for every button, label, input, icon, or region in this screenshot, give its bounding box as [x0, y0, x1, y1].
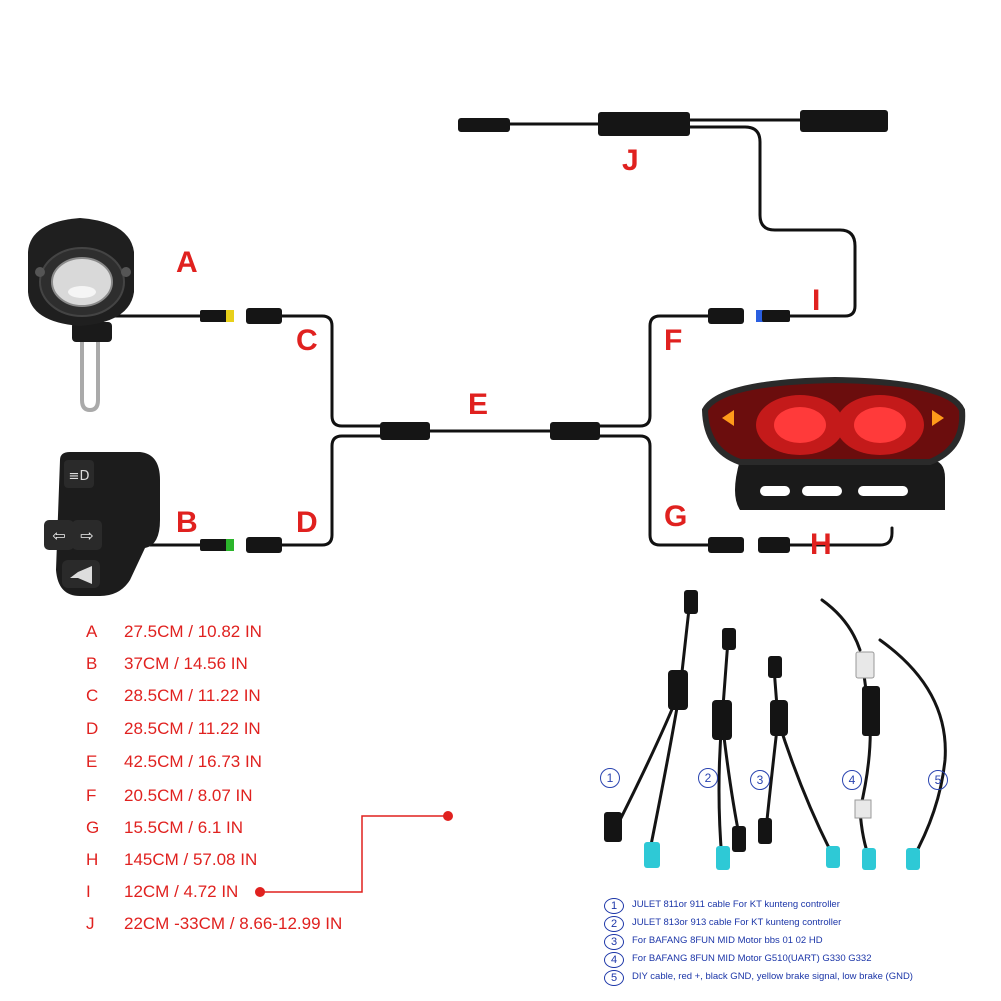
connector-j-female — [800, 110, 888, 132]
label-c: C — [296, 324, 318, 357]
cable-g — [598, 434, 710, 547]
spec-value: 42.5CM / 16.73 IN — [124, 752, 262, 771]
svg-text:⇦: ⇦ — [52, 526, 65, 545]
switch-icon: ≡D ⇦ ⇨ — [44, 452, 160, 596]
cable-number: 1 — [600, 768, 620, 788]
spec-key: J — [86, 914, 95, 933]
connector-j-male — [458, 118, 510, 132]
legend-row: 3 For BAFANG 8FUN MID Motor bbs 01 02 HD — [604, 934, 964, 950]
legend-row: 1 JULET 811or 911 cable For KT kunteng co… — [604, 898, 964, 914]
cable-number: 3 — [750, 770, 770, 790]
spec-row: E 42.5CM / 16.73 IN — [0, 752, 380, 776]
spec-value: 27.5CM / 10.82 IN — [124, 622, 262, 641]
cable-d — [280, 434, 382, 547]
harness-cables — [108, 118, 894, 547]
legend-text: For BAFANG 8FUN MID Motor bbs 01 02 HD — [632, 935, 823, 946]
splitter-right — [550, 422, 600, 440]
spec-row: D 28.5CM / 11.22 IN — [0, 719, 380, 743]
label-d: D — [296, 506, 318, 539]
legend-row: 4 For BAFANG 8FUN MID Motor G510(UART) G3… — [604, 952, 964, 968]
cable-number: 4 — [842, 770, 862, 790]
splitter-j — [598, 112, 690, 136]
spec-row: A 27.5CM / 10.82 IN — [0, 622, 380, 646]
legend-text: DIY cable, red +, black GND, yellow brak… — [632, 971, 913, 982]
connector-i-male — [762, 310, 790, 322]
callout-line — [255, 811, 453, 897]
connector-f-female — [708, 308, 744, 324]
legend-text: JULET 813or 913 cable For KT kunteng con… — [632, 917, 842, 928]
connector-d-female — [246, 537, 282, 553]
label-f: F — [664, 324, 683, 357]
legend-number: 5 — [604, 970, 624, 986]
cable-c — [280, 314, 382, 428]
arrow-left-icon — [44, 520, 74, 550]
light-symbol-icon — [64, 460, 94, 488]
connector-g-female — [708, 537, 744, 553]
spec-row: I 12CM / 4.72 IN — [0, 882, 380, 906]
label-i: I — [812, 284, 821, 317]
label-g: G — [664, 500, 688, 533]
spec-value: 37CM / 14.56 IN — [124, 654, 248, 673]
spec-row: B 37CM / 14.56 IN — [0, 654, 380, 678]
connector-b-male — [200, 539, 228, 551]
svg-text:⇨: ⇨ — [80, 526, 93, 545]
label-h: H — [810, 528, 832, 561]
spec-value: 15.5CM / 6.1 IN — [124, 818, 244, 837]
cable-number: 5 — [928, 770, 948, 790]
cable-i — [688, 125, 857, 318]
spec-key: C — [86, 686, 99, 705]
connector-a-seal — [226, 310, 234, 322]
cable-h — [788, 526, 894, 547]
adapter-connectors — [604, 590, 920, 870]
label-b: B — [176, 506, 198, 539]
spec-value: 145CM / 57.08 IN — [124, 850, 258, 869]
spec-row: G 15.5CM / 6.1 IN — [0, 818, 380, 842]
legend-number: 3 — [604, 934, 624, 950]
connector-b-seal — [226, 539, 234, 551]
spec-row: C 28.5CM / 11.22 IN — [0, 686, 380, 710]
arrow-right-icon — [72, 520, 102, 550]
spec-key: D — [86, 719, 99, 738]
spec-key: G — [86, 818, 100, 837]
spec-key: A — [86, 622, 98, 641]
spec-row: H 145CM / 57.08 IN — [0, 850, 380, 874]
svg-text:≡D: ≡D — [69, 469, 90, 484]
splitter-left — [380, 422, 430, 440]
cable-j — [508, 118, 802, 126]
legend-text: JULET 811or 911 cable For KT kunteng con… — [632, 899, 840, 910]
connector-i-seal — [756, 310, 764, 322]
spec-key: I — [86, 882, 91, 901]
legend-row: 2 JULET 813or 913 cable For KT kunteng co… — [604, 916, 964, 932]
label-e: E — [468, 388, 489, 421]
spec-value: 28.5CM / 11.22 IN — [124, 719, 261, 738]
headlight-icon — [28, 218, 134, 413]
legend-number: 4 — [604, 952, 624, 968]
connector-c-female — [246, 308, 282, 324]
legend-number: 2 — [604, 916, 624, 932]
connectors — [200, 110, 888, 553]
connector-h-male — [758, 537, 790, 553]
cable-number: 2 — [698, 768, 718, 788]
connector-a-male — [200, 310, 228, 322]
legend-text: For BAFANG 8FUN MID Motor G510(UART) G33… — [632, 953, 872, 964]
spec-row: J 22CM -33CM / 8.66-12.99 IN — [0, 914, 380, 938]
spec-value: 20.5CM / 8.07 IN — [124, 786, 253, 805]
legend-number: 1 — [604, 898, 624, 914]
label-j: J — [622, 144, 639, 177]
spec-value: 22CM -33CM / 8.66-12.99 IN — [124, 914, 343, 933]
spec-key: F — [86, 786, 97, 805]
cable-f — [598, 314, 710, 428]
spec-key: H — [86, 850, 99, 869]
spec-key: E — [86, 752, 98, 771]
taillight-icon — [701, 376, 966, 510]
spec-value: 28.5CM / 11.22 IN — [124, 686, 261, 705]
label-a: A — [176, 246, 198, 279]
spec-value: 12CM / 4.72 IN — [124, 882, 239, 901]
spec-key: B — [86, 654, 98, 673]
spec-row: F 20.5CM / 8.07 IN — [0, 786, 380, 810]
legend-row: 5 DIY cable, red +, black GND, yellow bra… — [604, 970, 964, 986]
